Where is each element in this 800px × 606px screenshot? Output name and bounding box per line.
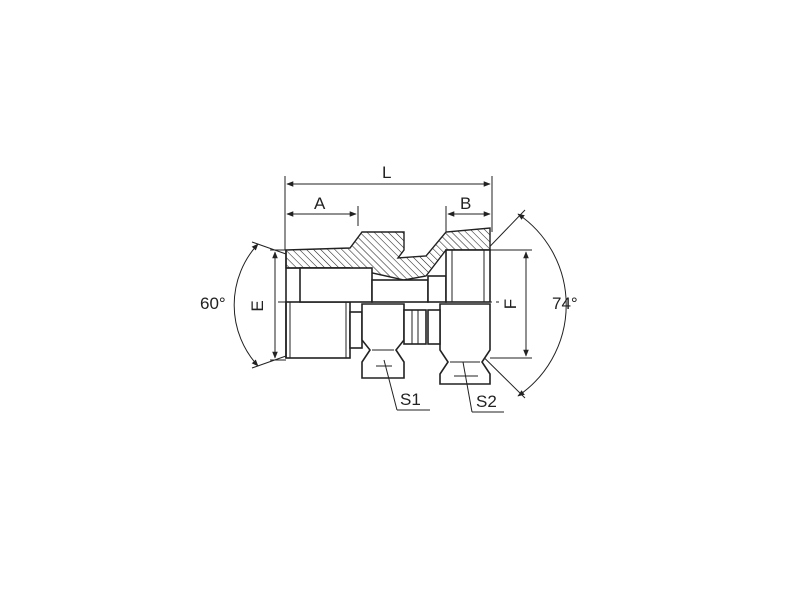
dimension-f: F [490,249,532,359]
label-f: F [501,299,520,309]
angle-74: 74° [447,209,578,399]
label-60-deg: 60° [200,294,226,313]
label-l: L [382,163,391,182]
label-a: A [314,194,326,213]
label-b: B [460,194,471,213]
label-s2: S2 [476,392,497,411]
angle-60: 60° [200,241,287,369]
fitting-body [278,227,500,385]
dimension-l: L [284,163,493,250]
dimension-e: E [248,249,286,361]
label-74-deg: 74° [552,294,578,313]
dimension-b: B [445,194,491,232]
label-e: E [248,300,267,311]
leader-s1: S1 [383,359,430,411]
dimension-a: A [286,194,359,226]
label-s1: S1 [400,390,421,409]
leader-s2: S2 [462,361,504,413]
